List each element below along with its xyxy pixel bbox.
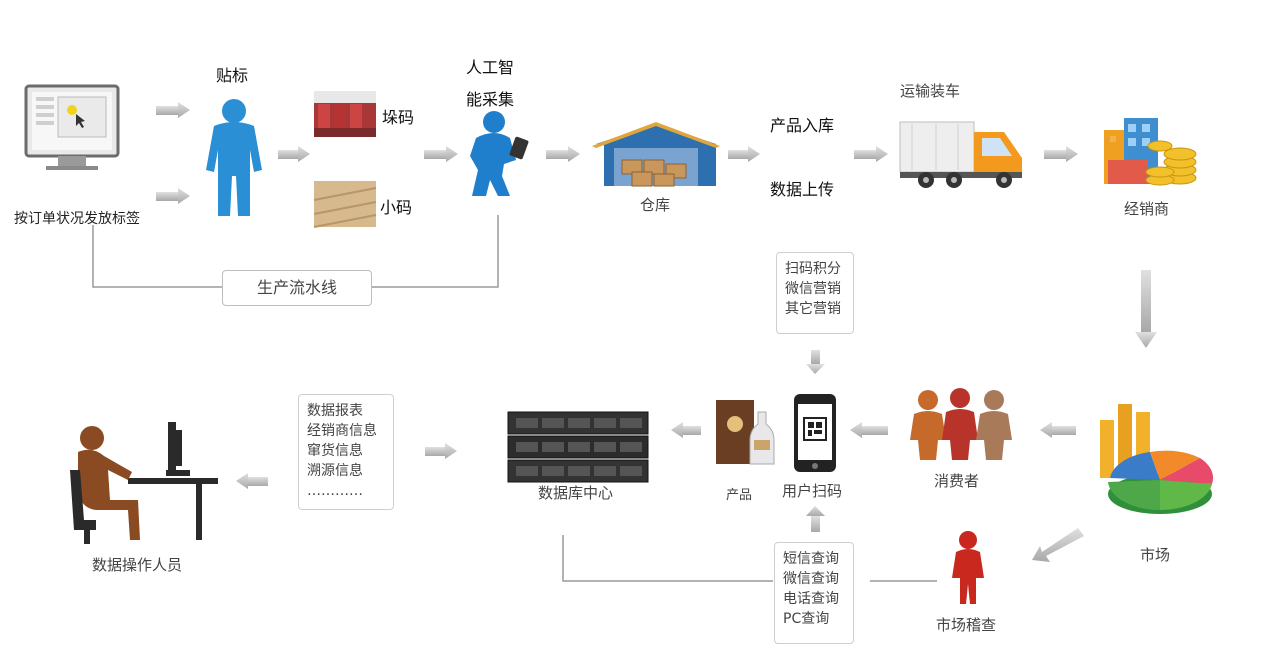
data-upload-label: 数据上传	[770, 180, 835, 199]
ai-collect-label-line2: 能采集	[466, 90, 515, 109]
operator-icon	[70, 422, 218, 544]
stack-code-photo	[314, 91, 376, 137]
small-code-label: 小码	[380, 198, 413, 217]
report-item: …………	[307, 483, 363, 499]
product-label: 产品	[726, 488, 753, 503]
arrow-right	[424, 146, 458, 162]
query-box: 短信查询 微信查询 电话查询 PC查询	[774, 542, 854, 644]
distributor-label: 经销商	[1124, 200, 1170, 218]
arrow-right	[156, 188, 190, 204]
server-rack-icon	[507, 411, 649, 483]
flow-arrows-left	[236, 422, 1076, 489]
arrow-right	[728, 146, 760, 162]
production-line-label: 生产流水线	[222, 270, 372, 306]
query-item: 微信查询	[783, 571, 839, 587]
marketing-box: 扫码积分 微信营销 其它营销	[776, 252, 854, 334]
arrow-down	[806, 350, 825, 374]
market-label: 市场	[1140, 546, 1171, 564]
scanner-person-icon	[470, 111, 529, 196]
server-unit	[507, 459, 649, 483]
arrow-left	[850, 422, 888, 438]
arrow-right	[546, 146, 580, 162]
arrow-left	[236, 473, 268, 489]
truck-icon	[899, 121, 1022, 188]
warehouse-label: 仓库	[640, 196, 671, 214]
arrow-right	[425, 443, 457, 459]
distributor-icon	[1104, 118, 1197, 186]
arrow-right	[156, 102, 190, 118]
query-item: PC查询	[783, 611, 830, 627]
inspector-icon	[952, 531, 984, 604]
issue-labels-label: 按订单状况发放标签	[14, 211, 140, 227]
product-icon	[716, 400, 775, 465]
arrow-left	[1040, 422, 1076, 438]
stack-code-label: 垛码	[382, 108, 415, 127]
worker-icon	[206, 99, 262, 216]
report-box: 数据报表 经销商信息 窜货信息 溯源信息 …………	[298, 394, 394, 510]
flow-arrows-vertical	[806, 270, 1157, 562]
arrow-left	[671, 422, 701, 438]
connector-lines	[92, 215, 937, 582]
flow-arrows	[156, 102, 1078, 459]
report-item: 窜货信息	[307, 443, 363, 459]
data-center-label: 数据库中心	[538, 484, 614, 502]
arrow-right	[854, 146, 888, 162]
marketing-item: 扫码积分	[785, 261, 841, 277]
market-inspect-label: 市场稽查	[936, 616, 997, 634]
marketing-item: 微信营销	[785, 281, 841, 297]
small-code-photo	[313, 181, 377, 228]
marketing-item: 其它营销	[785, 301, 841, 317]
report-item: 溯源信息	[307, 463, 363, 479]
consumer-label: 消费者	[934, 472, 980, 490]
data-operator-label: 数据操作人员	[92, 556, 183, 574]
phone-icon	[794, 394, 836, 472]
arrow-diag	[1032, 528, 1084, 562]
transport-label: 运输装车	[900, 82, 961, 100]
warehouse-icon	[592, 122, 720, 187]
consumers-icon	[910, 388, 1012, 460]
labeling-label: 贴标	[216, 66, 249, 85]
product-in-label: 产品入库	[770, 116, 835, 135]
user-scan-label: 用户扫码	[782, 482, 843, 500]
server-unit	[507, 435, 649, 459]
query-item: 电话查询	[783, 591, 839, 607]
server-unit	[507, 411, 649, 435]
query-item: 短信查询	[783, 551, 839, 567]
arrow-right	[278, 146, 310, 162]
computer-icon	[24, 84, 120, 170]
arrow-right	[1044, 146, 1078, 162]
report-item: 数据报表	[307, 403, 363, 419]
ai-collect-label-line1: 人工智	[466, 58, 515, 77]
report-item: 经销商信息	[307, 423, 377, 439]
market-icon	[1100, 404, 1214, 514]
arrow-down	[1135, 270, 1157, 348]
arrow-up	[806, 506, 825, 532]
